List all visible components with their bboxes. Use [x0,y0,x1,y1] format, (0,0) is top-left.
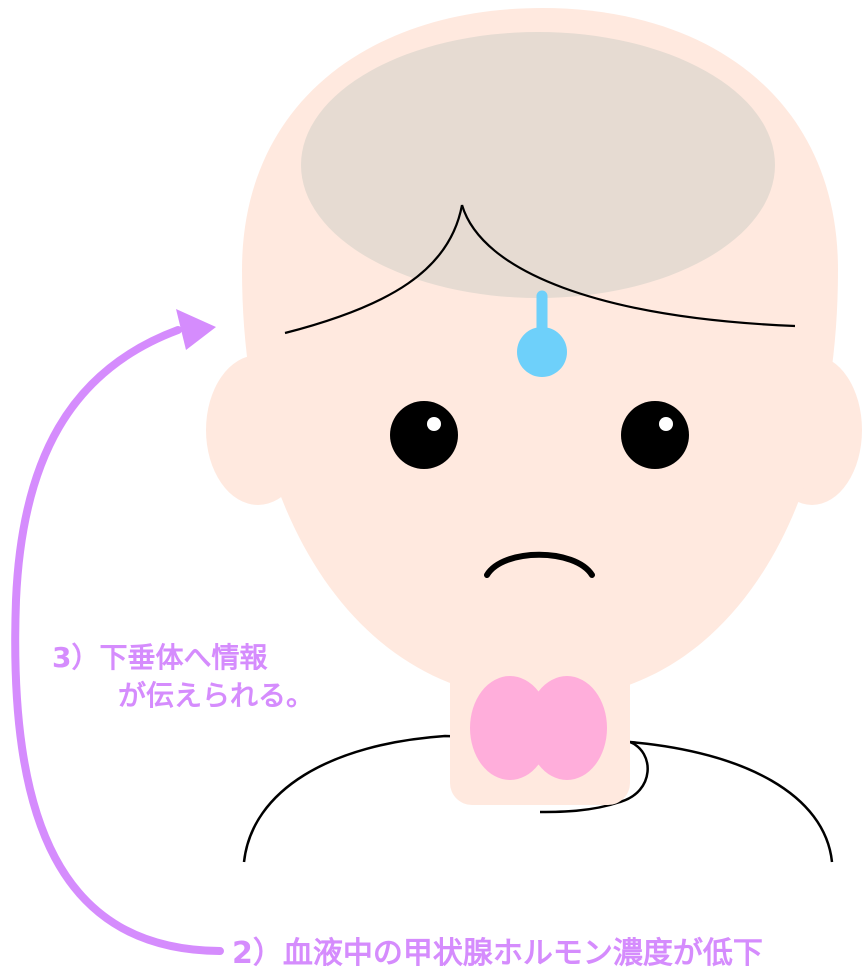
step2-label: 2）血液中の甲状腺ホルモン濃度が低下 [232,936,763,971]
curved-arrow-icon [11,309,224,955]
left-eye [390,401,458,469]
thyroid-gland [470,676,607,780]
hair-line-left [284,204,464,335]
step3-label-line2: が伝えられる。 [118,679,315,712]
step3-label-line1: 3）下垂体へ情報 [52,641,268,674]
hair-line-right [460,204,796,328]
brain [301,32,775,298]
sweat-drop-icon [517,290,567,377]
right-eye [621,401,689,469]
mouth [484,551,595,578]
collar-outline [539,740,649,814]
